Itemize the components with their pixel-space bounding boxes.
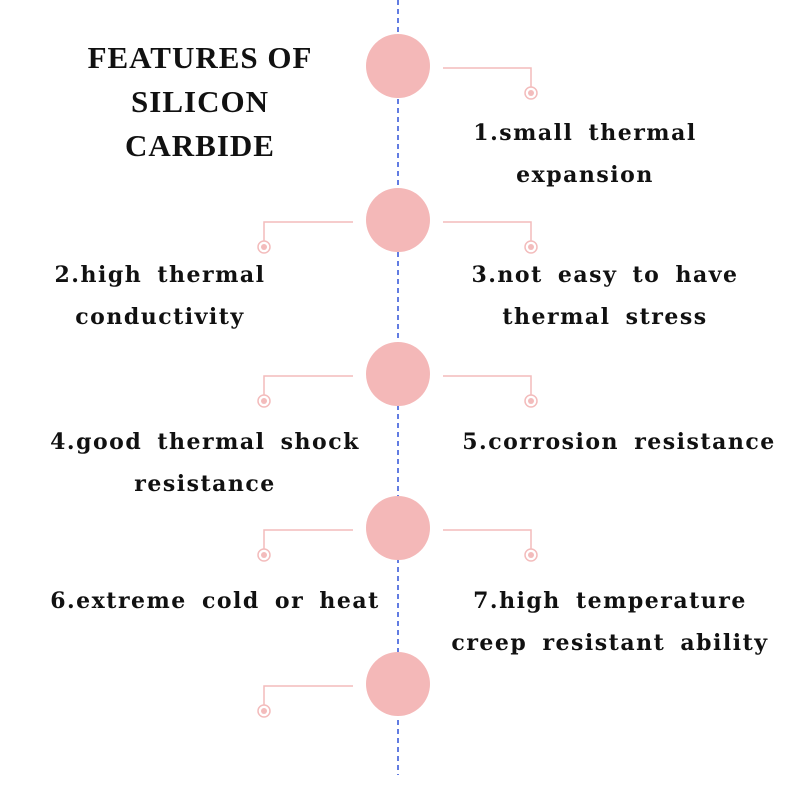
- connector-dot-left-5: [261, 708, 267, 714]
- feature-6-label: 6.extreme cold or heat: [30, 580, 400, 622]
- feature-1-line-2: expansion: [516, 162, 654, 188]
- connector-left-3: [263, 375, 353, 395]
- title-line-3: CARBIDE: [125, 128, 275, 163]
- feature-5-label: 5.corrosion resistance: [450, 421, 788, 463]
- feature-5-line-1: 5.corrosion resistance: [462, 429, 776, 455]
- feature-4-line-2: resistance: [134, 471, 276, 497]
- connector-dot-left-4: [261, 552, 267, 558]
- feature-7-line-2: creep resistant ability: [451, 630, 769, 656]
- connector-dot-right-3: [528, 398, 534, 404]
- connector-left-2: [263, 221, 353, 241]
- connector-right-2: [443, 221, 532, 241]
- connector-left-4: [263, 529, 353, 549]
- feature-4-line-1: 4.good thermal shock: [50, 429, 360, 455]
- timeline-node-4: [366, 496, 430, 560]
- feature-2-label: 2.high thermal conductivity: [30, 254, 290, 338]
- feature-2-line-1: 2.high thermal: [54, 262, 266, 288]
- timeline-node-5: [366, 652, 430, 716]
- timeline-node-2: [366, 188, 430, 252]
- timeline-node-3: [366, 342, 430, 406]
- feature-1-label: 1.small thermal expansion: [450, 112, 720, 196]
- title-line-2: SILICON: [131, 84, 269, 119]
- feature-4-label: 4.good thermal shock resistance: [30, 421, 380, 505]
- timeline-node-1: [366, 34, 430, 98]
- connector-left-5: [263, 685, 353, 705]
- diagram-title: FEATURES OF SILICON CARBIDE: [40, 36, 360, 168]
- connector-right-1: [443, 67, 532, 87]
- feature-7-line-1: 7.high temperature: [473, 588, 747, 614]
- connector-dot-left-3: [261, 398, 267, 404]
- feature-3-label: 3.not easy to have thermal stress: [450, 254, 760, 338]
- connector-dot-left-2: [261, 244, 267, 250]
- connector-dot-right-4: [528, 552, 534, 558]
- connector-dot-right-2: [528, 244, 534, 250]
- connector-right-4: [443, 529, 532, 549]
- feature-2-line-2: conductivity: [75, 304, 245, 330]
- connector-dot-right-1: [528, 90, 534, 96]
- feature-1-line-1: 1.small thermal: [473, 120, 697, 146]
- feature-3-line-1: 3.not easy to have: [471, 262, 739, 288]
- feature-6-line-1: 6.extreme cold or heat: [50, 588, 380, 614]
- feature-3-line-2: thermal stress: [502, 304, 708, 330]
- feature-7-label: 7.high temperature creep resistant abili…: [440, 580, 780, 664]
- connector-right-3: [443, 375, 532, 395]
- title-line-1: FEATURES OF: [87, 40, 313, 75]
